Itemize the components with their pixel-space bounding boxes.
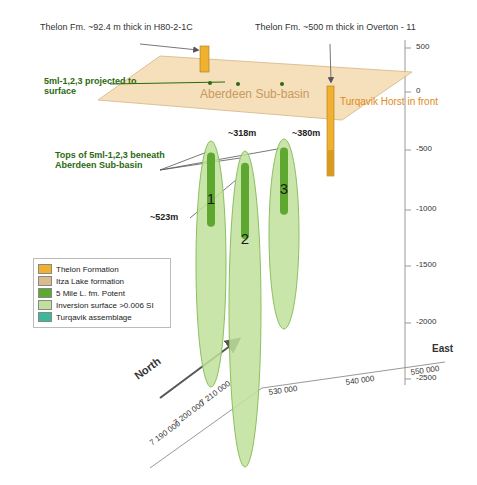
legend-swatch [38,264,52,274]
annotation-label: 530 000 [268,384,298,397]
legend-row: Turqavik assemblage [38,312,166,322]
annotation-label: 7 190 000 [148,419,182,447]
legend-text: Itza Lake formation [56,277,124,286]
legend-text: 5 Mile L. fm. Potent [56,289,125,298]
annotation-label: -500 [416,144,432,153]
annotation-label: Thelon Fm. ~92.4 m thick in H80-2-1C [40,22,193,32]
callout-number: 2 [228,230,262,247]
annotation-label: 500 [416,42,429,51]
legend-swatch [38,276,52,286]
susceptibility-body: 3 [268,138,300,330]
legend-text: Inversion surface >0.006 SI [56,301,154,310]
annotation-label: North [132,355,163,382]
susceptibility-body: 2 [228,150,262,468]
annotation-label: -1500 [416,260,436,269]
annotation-label: Tops of 5ml-1,2,3 beneath Aberdeen Sub-b… [55,150,165,171]
annotation-label: Thelon Fm. ~500 m thick in Overton - 11 [255,22,416,32]
legend-text: Thelon Formation [56,265,119,274]
annotation-label: ~318m [228,128,256,138]
callout-number: 1 [195,190,227,207]
body-outline [228,150,262,468]
legend-row: Thelon Formation [38,264,166,274]
annotation-label: 5ml-1,2,3 projected to surface [44,76,154,97]
annotation-label: -1000 [416,204,436,213]
body-outline [268,138,300,330]
legend-row: Inversion surface >0.006 SI [38,300,166,310]
legend-row: 5 Mile L. fm. Potent [38,288,166,298]
legend-box: Thelon FormationItza Lake formation 5 Mil… [33,258,171,328]
legend-text: Turqavik assemblage [56,313,132,322]
annotation-label: East [432,343,453,355]
legend-swatch [38,300,52,310]
legend-row: Itza Lake formation [38,276,166,286]
annotation-label: ~523m [150,212,178,222]
callout-number: 3 [268,180,300,197]
annotation-label: ~380m [292,128,320,138]
annotation-label: -2000 [416,317,436,326]
annotation-label: 0 [416,86,420,95]
annotation-label: Turqavik Horst in front [340,96,438,108]
legend-swatch [38,288,52,298]
body-outline [195,140,227,388]
susceptibility-body: 1 [195,140,227,388]
annotation-label: Aberdeen Sub-basin [200,88,309,102]
legend-swatch [38,312,52,322]
